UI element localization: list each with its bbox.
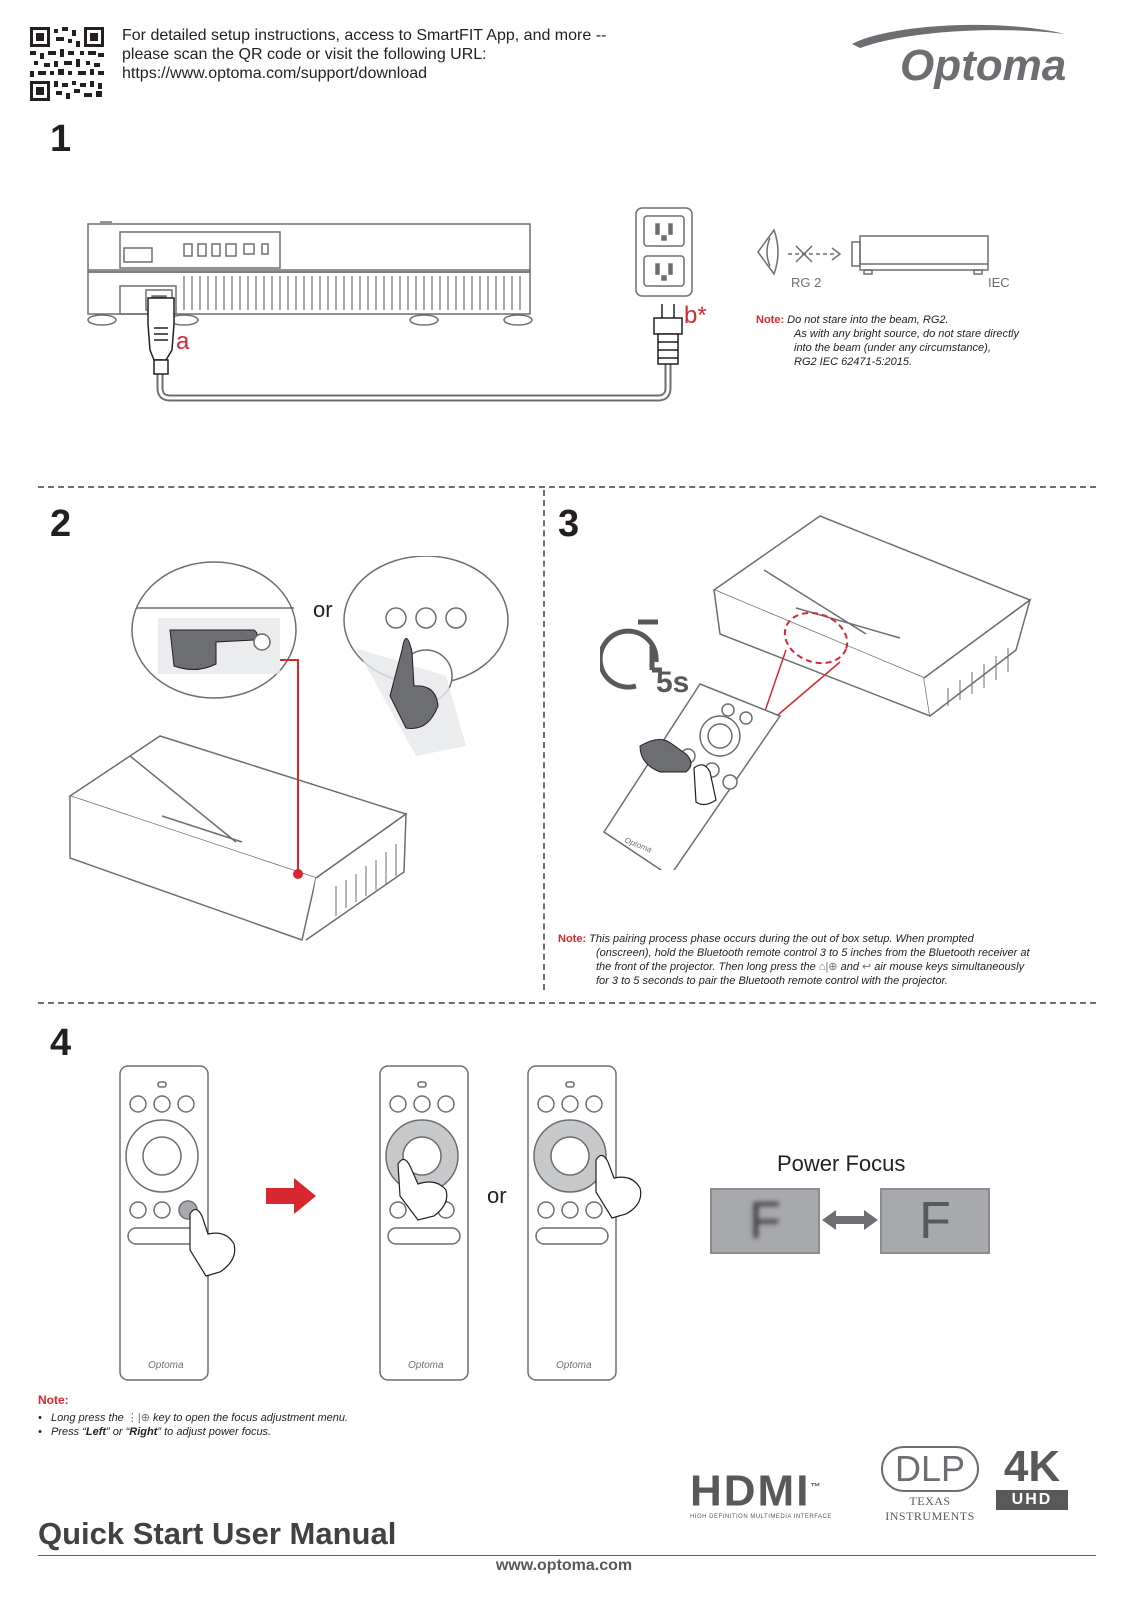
hdmi-logo: HDMI™ HIGH DEFINITION MULTIMEDIA INTERFA… (690, 1466, 868, 1520)
note-label: Note: (38, 1393, 69, 1407)
optoma-logo-text: Optoma (900, 41, 1066, 90)
section-divider (38, 486, 1096, 488)
focus-sharp-box: F (880, 1188, 990, 1254)
rg2-warning-diagram (756, 222, 1018, 297)
power-focus-title: Power Focus (777, 1151, 906, 1176)
focus-blurry-box: F (710, 1188, 820, 1254)
timer-5s-label: 5s (656, 666, 690, 699)
remote-control-3: Optoma (526, 1064, 656, 1389)
section-divider (38, 1002, 1096, 1004)
projector-rear-illustration (84, 200, 764, 420)
4k-logo-text: 4K (1003, 1442, 1061, 1491)
header-line-3: https://www.optoma.com/support/download (122, 65, 428, 82)
optoma-logo: Optoma (850, 22, 1072, 95)
note-text: Do not stare into the beam, RG2. (787, 314, 949, 326)
rg2-label: RG 2 (791, 275, 822, 290)
footer-rule (38, 1555, 1096, 1556)
remote-brand-text: Optoma (556, 1360, 592, 1371)
remote-brand-text: Optoma (148, 1360, 184, 1371)
note-text: for 3 to 5 seconds to pair the Bluetooth… (596, 975, 948, 987)
step-number-1: 1 (50, 118, 72, 160)
step1-note: Note: Do not stare into the beam, RG2. A… (756, 313, 1056, 369)
focus-letter-sharp: F (919, 1192, 951, 1250)
note-text: As with any bright source, do not stare … (794, 328, 1019, 340)
connector-a-label: a (176, 328, 190, 355)
focus-letter-blurry: F (749, 1192, 781, 1250)
note-text: the front of the projector. Then long pr… (596, 961, 1025, 973)
section-divider (543, 490, 545, 990)
iec-label: IEC (988, 275, 1010, 290)
note-text: (onscreen), hold the Bluetooth remote co… (596, 947, 1030, 959)
focus-key-icon: ⋮|⊕ (126, 1412, 150, 1424)
qr-code (30, 27, 104, 106)
step4-note: Note: • Long press the ⋮|⊕ key to open t… (38, 1393, 558, 1439)
step2-illustration (66, 555, 526, 951)
back-key-icon: ↩ (862, 961, 872, 973)
step4-or-label: or (487, 1183, 507, 1208)
4k-uhd-logo: 4K UHD (996, 1444, 1068, 1510)
note-label: Note: (558, 933, 587, 945)
remote-brand-text: Optoma (408, 1360, 444, 1371)
note-text: into the beam (under any circumstance), (794, 342, 991, 354)
step3-illustration: Optoma (597, 510, 1040, 878)
header-line-2: please scan the QR code or visit the fol… (122, 46, 487, 63)
dlp-logo: DLP TEXAS INSTRUMENTS (870, 1446, 990, 1524)
step-number-3: 3 (558, 503, 580, 545)
hdmi-logo-subtitle: HIGH DEFINITION MULTIMEDIA INTERFACE (690, 1513, 832, 1520)
texas-instruments-text: TEXAS INSTRUMENTS (885, 1494, 975, 1523)
home-key-icon: ⌂|⊕ (818, 961, 838, 973)
step3-note: Note: This pairing process phase occurs … (558, 932, 1078, 988)
header-instructions: For detailed setup instructions, access … (122, 26, 606, 83)
step-number-2: 2 (50, 503, 72, 545)
note-bullet-1: • Long press the ⋮|⊕ key to open the foc… (38, 1412, 349, 1424)
red-arrow-icon (266, 1176, 318, 1221)
note-text: RG2 IEC 62471-5:2015. (794, 356, 913, 368)
manual-title: Quick Start User Manual (38, 1516, 397, 1551)
remote-control-2: Optoma (378, 1064, 508, 1389)
note-bullet-2: • Press “Left” or “Right” to adjust powe… (38, 1426, 272, 1438)
step2-or-label: or (313, 597, 333, 622)
note-label: Note: (756, 314, 785, 326)
double-arrow-icon (822, 1208, 878, 1237)
uhd-logo-text: UHD (996, 1490, 1068, 1510)
connector-b-label: b* (684, 302, 707, 329)
remote-control-1: Optoma (118, 1064, 248, 1389)
step-number-4: 4 (50, 1022, 72, 1064)
footer-url[interactable]: www.optoma.com (495, 1557, 633, 1574)
hdmi-logo-text: HDMI (690, 1466, 811, 1516)
dlp-logo-text: DLP (880, 1446, 980, 1492)
header-line-1: For detailed setup instructions, access … (122, 27, 607, 44)
note-text: This pairing process phase occurs during… (589, 933, 974, 945)
